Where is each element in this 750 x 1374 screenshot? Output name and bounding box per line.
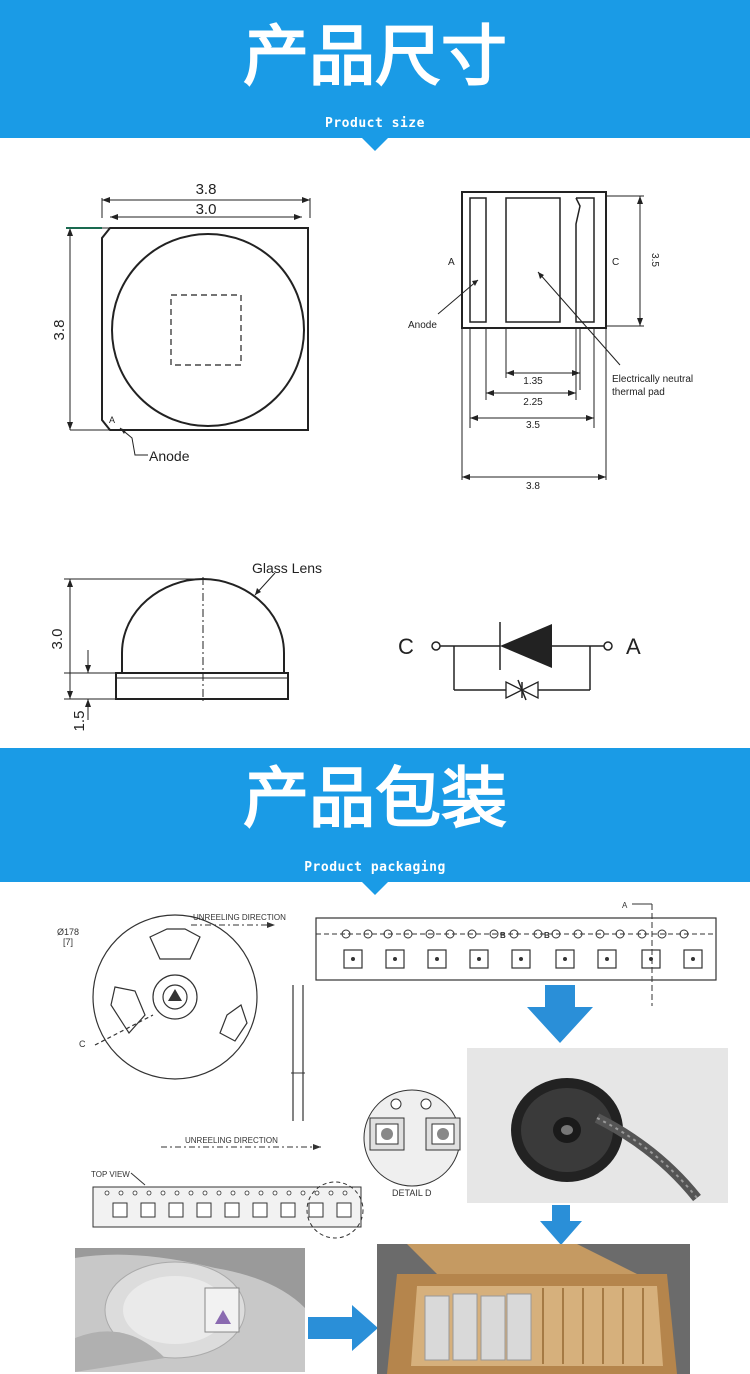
right-arrow-icon (308, 1305, 378, 1351)
tape-b-label: B (544, 931, 550, 940)
dim-height: 3.5 (649, 253, 660, 267)
reel-diameter: Ø178 (57, 927, 79, 937)
section-subtitle: Product size (325, 116, 425, 131)
glass-lens-label: Glass Lens (252, 560, 322, 576)
section-title: 产品包装 (243, 760, 507, 837)
thermal-pad-label-2: thermal pad (612, 387, 665, 398)
unreeling-direction-label: UNREELING DIRECTION (185, 1136, 278, 1145)
reel-photo (467, 1048, 728, 1203)
carrier-tape-drawing: A B B (315, 901, 717, 1006)
dim-width-inner: 3.0 (196, 201, 217, 218)
banner-notch (362, 138, 388, 151)
anode-label: Anode (149, 448, 190, 464)
banner-notch (362, 882, 388, 895)
section-subtitle: Product packaging (304, 860, 446, 875)
tape-top-view-drawing: UNREELING DIRECTION TOP VIEW (91, 1136, 364, 1239)
pin-a-label: A (448, 257, 455, 268)
down-arrow-icon (527, 985, 593, 1043)
dim-width-outer: 3.8 (196, 181, 217, 198)
tape-a-label: A (622, 901, 628, 910)
bottom-view-drawing: A C 3.5 Anode Electrically neutral therm… (408, 191, 693, 492)
moisture-bag-photo (75, 1248, 305, 1372)
reel-drawing: Ø178 [7] C UNREELING DIRECTION (57, 913, 286, 1080)
top-view-label: TOP VIEW (91, 1170, 130, 1179)
detail-d-label: DETAIL D (392, 1188, 432, 1198)
dim-dome-height: 3.0 (49, 629, 66, 650)
section-banner-packaging: 产品包装 Product packaging (0, 748, 750, 882)
dim-2-25: 2.25 (523, 397, 543, 408)
circuit-diagram: C A (398, 622, 641, 701)
unreeling-direction-label: UNREELING DIRECTION (193, 913, 286, 922)
tape-b-label: B (500, 931, 506, 940)
shipping-box-photo (377, 1244, 690, 1374)
reel-c-label: C (79, 1039, 86, 1049)
dim-1-35: 1.35 (523, 376, 543, 387)
dim-height: 3.8 (51, 320, 68, 341)
thermal-pad-label-1: Electrically neutral (612, 374, 693, 385)
detail-d-drawing: DETAIL D (363, 1089, 461, 1198)
top-view-drawing: 3.8 3.0 3.8 A Anode (51, 181, 311, 464)
cathode-label: C (398, 634, 414, 659)
tape-side-view (291, 985, 305, 1121)
dim-3-8: 3.8 (526, 481, 540, 492)
pin-a-label: A (109, 415, 115, 425)
side-view-drawing: Glass Lens 3.0 1.5 (49, 560, 322, 732)
anode-label: A (626, 634, 641, 659)
pin-c-label: C (612, 257, 619, 268)
dim-base-height: 1.5 (71, 711, 88, 732)
dim-3-5: 3.5 (526, 420, 540, 431)
down-arrow-icon (540, 1205, 582, 1245)
reel-diameter-in: [7] (63, 937, 73, 947)
anode-label: Anode (408, 320, 437, 331)
section-title: 产品尺寸 (243, 18, 507, 95)
section-banner-size: 产品尺寸 Product size (0, 0, 750, 138)
